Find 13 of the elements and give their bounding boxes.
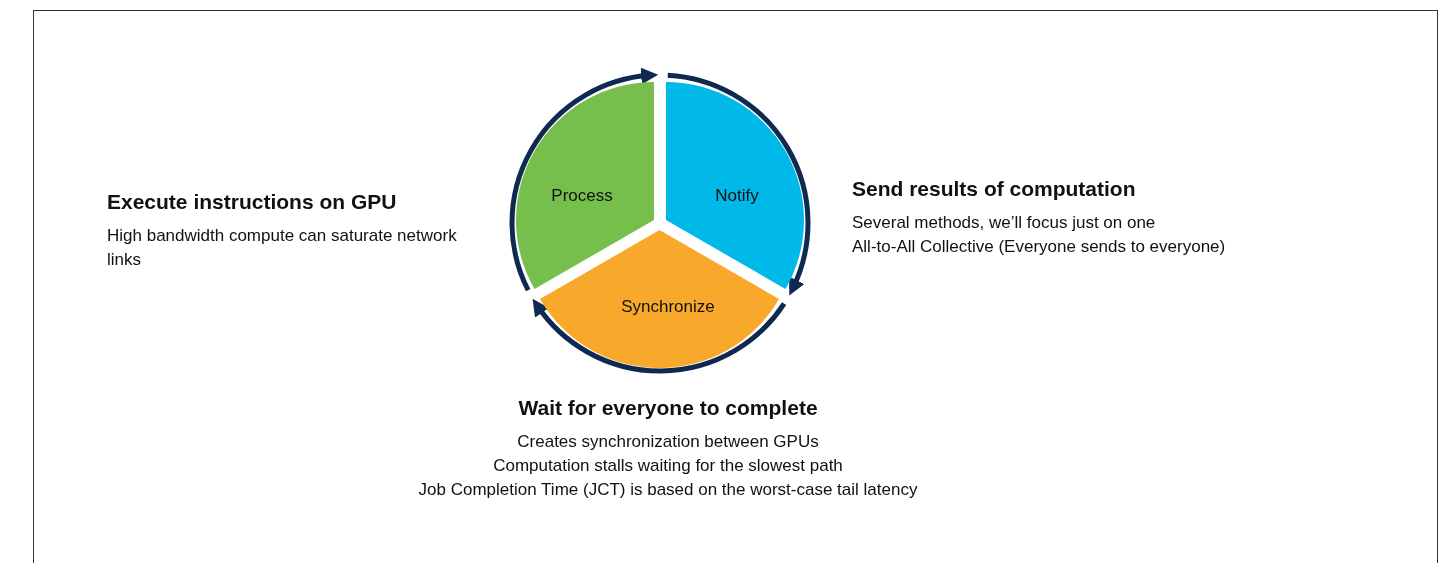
step-heading: Send results of computation [852, 177, 1137, 201]
step-description: Several methods, we’ll focus just on one [852, 212, 1157, 234]
sector-label: Notify [715, 186, 759, 206]
cycle-arrow [532, 299, 787, 374]
step-description: Creates synchronization between GPUs [516, 431, 820, 453]
step-description: All-to-All Collective (Everyone sends to everyone) [852, 236, 1227, 258]
step-description: High bandwidth compute can saturate network links [107, 225, 457, 271]
step-heading: Wait for everyone to complete [517, 396, 819, 420]
step-description: Job Completion Time (JCT) is based on the worst-case tail latency [417, 479, 919, 501]
sector-label: Process [551, 186, 613, 206]
step-description: Computation stalls waiting for the slowest path [492, 455, 844, 477]
sector-label: Synchronize [621, 297, 715, 317]
step-heading: Execute instructions on GPU [107, 190, 398, 214]
